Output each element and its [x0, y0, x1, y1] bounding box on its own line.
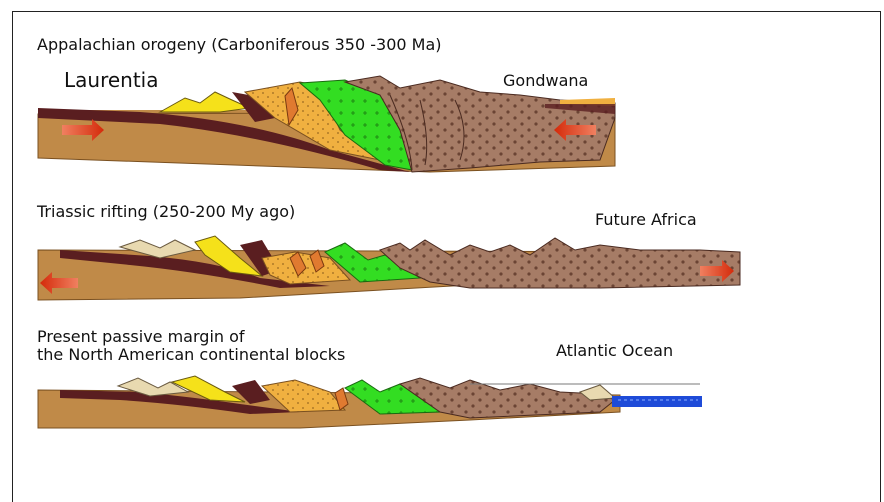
panel3-title-line1: Present passive margin of — [37, 328, 345, 346]
future-africa-label: Future Africa — [595, 211, 697, 229]
laurentia-label: Laurentia — [64, 69, 159, 92]
atlantic-ocean-label: Atlantic Ocean — [556, 342, 673, 360]
panel2-cross-section — [38, 236, 740, 300]
panel3-title: Present passive margin of the North Amer… — [37, 328, 345, 365]
gondwana-label: Gondwana — [503, 72, 588, 90]
panel2-brown-block — [380, 238, 740, 288]
panel3-title-line2: the North American continental blocks — [37, 346, 345, 364]
panel2-title: Triassic rifting (250-200 My ago) — [37, 203, 295, 221]
panel3-cross-section — [38, 376, 702, 428]
panel1-title: Appalachian orogeny (Carboniferous 350 -… — [37, 36, 441, 54]
panel3-ocean-crust — [612, 396, 702, 407]
